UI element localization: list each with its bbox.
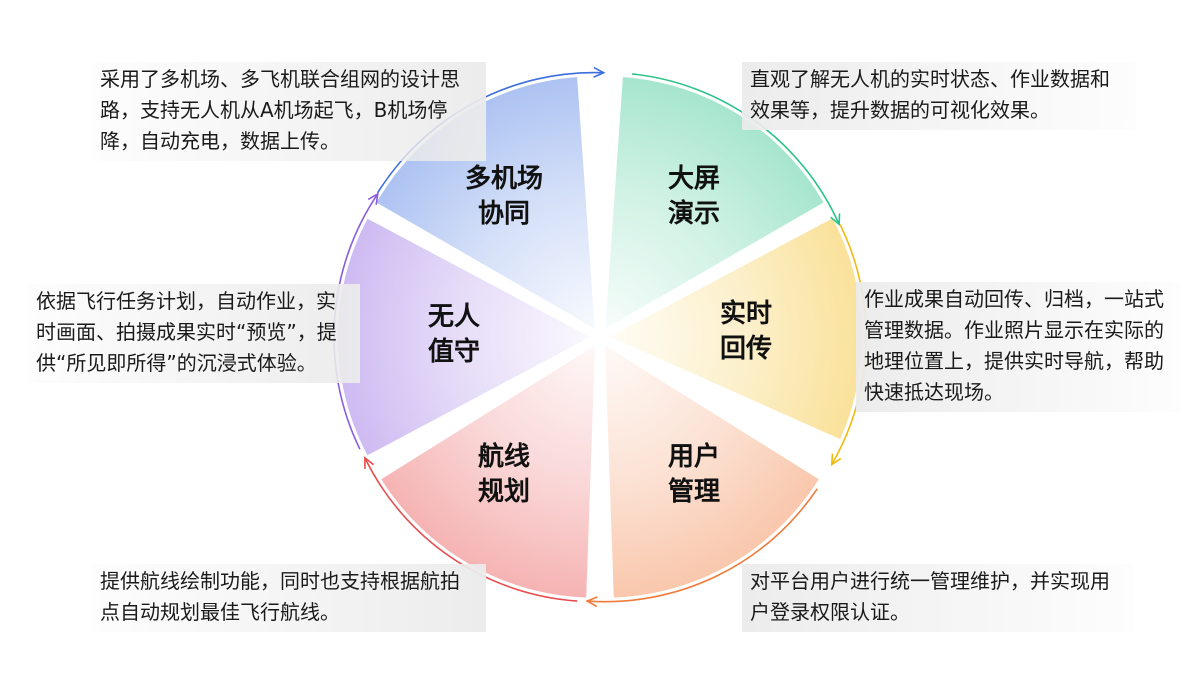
segment-label-realtime-return: 实时 回传	[719, 299, 772, 365]
segment-label-user-management: 用户 管理	[667, 442, 720, 508]
description-multi-airport: 采用了多机场、多飞机联合组网的设计思路，支持无人机从A机场起飞，B机场停降，自动…	[92, 62, 486, 161]
sector-user-management	[605, 345, 819, 598]
arrowhead-route-planning	[364, 456, 375, 469]
sector-realtime-return	[609, 218, 862, 440]
arrow-route-planning	[364, 457, 578, 602]
arrow-user-management	[587, 488, 818, 603]
segment-label-unmanned: 无人 值守	[427, 302, 480, 368]
description-unmanned: 依据飞行任务计划，自动作业，实时画面、拍摄成果实时“预览”，提供“所见即所得”的…	[28, 284, 360, 383]
segment-label-multi-airport: 多机场 协同	[464, 164, 543, 230]
arrowhead-user-management	[585, 596, 598, 608]
segment-label-route-planning: 航线 规划	[477, 442, 530, 508]
sector-route-planning	[381, 345, 595, 598]
description-route-planning: 提供航线绘制功能，同时也支持根据航拍点自动规划最佳飞行航线。	[92, 564, 486, 632]
arrowhead-multi-airport	[593, 66, 606, 78]
description-user-management: 对平台用户进行统一管理维护，并实现用户登录权限认证。	[742, 564, 1134, 632]
segment-label-big-screen: 大屏 演示	[667, 164, 720, 230]
arrowhead-unmanned	[367, 192, 379, 205]
description-big-screen: 直观了解无人机的实时状态、作业数据和效果等，提升数据的可视化效果。	[742, 62, 1136, 130]
description-realtime-return: 作业成果自动回传、归档，一站式管理数据。作业照片显示在实际的地理位置上，提供实时…	[856, 282, 1180, 412]
sector-unmanned	[338, 218, 590, 456]
arrowhead-realtime-return	[830, 453, 842, 467]
arrowhead-big-screen	[830, 213, 841, 227]
sector-big-screen	[605, 77, 824, 329]
